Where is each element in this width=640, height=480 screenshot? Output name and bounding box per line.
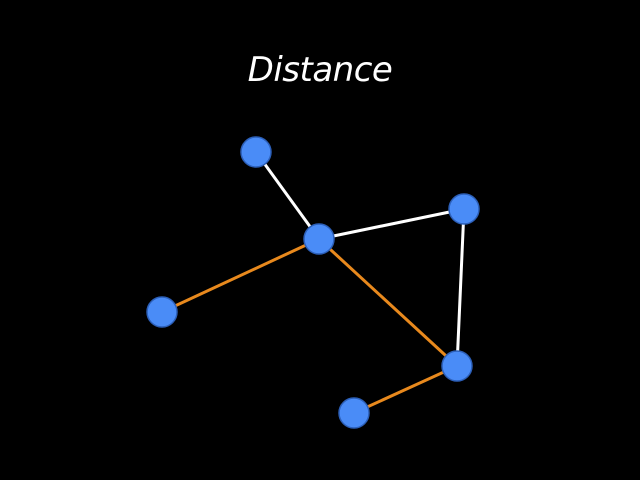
node-right-bottom (441, 350, 473, 382)
edge-right-bottom-bottom (352, 364, 459, 415)
node-bottom (338, 397, 370, 429)
node-layer (146, 136, 480, 429)
node-n1 (240, 136, 272, 168)
edge-right-top-right-bottom (455, 207, 466, 368)
node-right-top (448, 193, 480, 225)
edge-center-right-top (317, 207, 466, 241)
node-center (303, 223, 335, 255)
edge-center-left (160, 237, 321, 314)
edge-n1-center (254, 150, 321, 241)
slide-title: Distance (247, 50, 393, 90)
edge-layer (160, 150, 466, 415)
edge-center-right-bottom (317, 237, 459, 368)
node-left (146, 296, 178, 328)
